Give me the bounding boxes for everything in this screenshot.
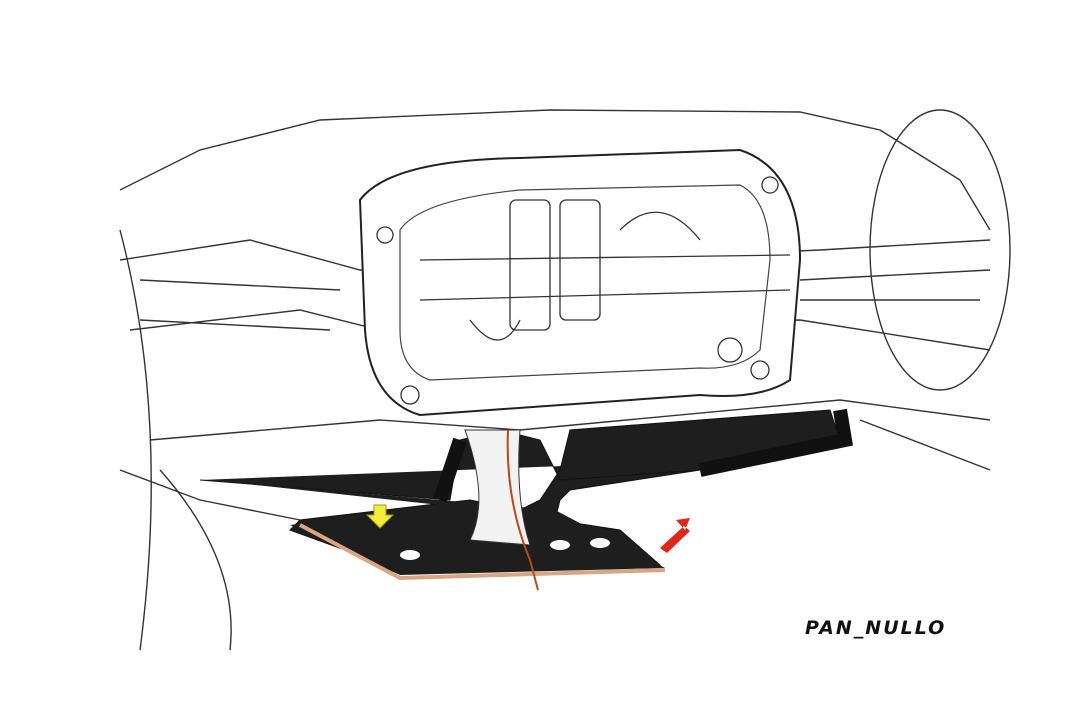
floor-plank (199, 408, 854, 591)
red-arrow-icon (660, 518, 690, 553)
gearbox-housing (358, 148, 802, 417)
yellow-arrow-icon (365, 504, 395, 529)
credit-signature: PAN_NULLO (805, 617, 947, 639)
